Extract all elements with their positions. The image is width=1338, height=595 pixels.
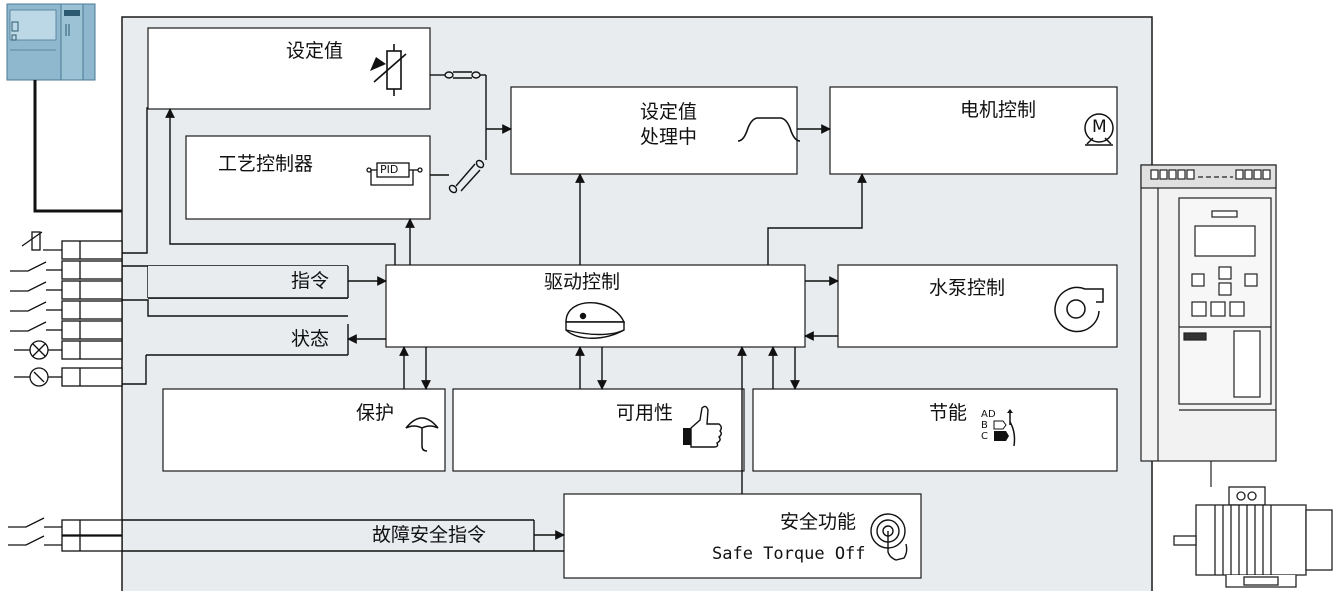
ramp-icon	[737, 117, 801, 142]
pump-control-label: 水泵控制	[929, 277, 1006, 299]
availability-label: 可用性	[616, 402, 674, 424]
umbrella-icon	[405, 417, 439, 452]
motor-control-block	[829, 86, 1118, 175]
energy-class-a: A	[981, 409, 988, 420]
pid-icon	[366, 162, 423, 186]
status-label: 状态	[291, 328, 330, 350]
command-label: 指令	[291, 270, 330, 292]
terminal-strip	[61, 240, 123, 552]
energy-class-c: C	[981, 431, 988, 442]
energy-saving-label: 节能	[929, 402, 968, 424]
plc-icon	[6, 3, 96, 81]
setpoint-label: 设定值	[286, 40, 344, 62]
energy-saving-block	[752, 388, 1118, 472]
safety-label-line2: Safe Torque Off	[712, 544, 866, 564]
safety-block	[563, 493, 922, 579]
energy-class-d: D	[988, 409, 996, 420]
motor-icon	[1084, 113, 1114, 146]
pump-icon	[1054, 286, 1104, 333]
motor-unit-icon	[1173, 486, 1333, 588]
energy-class-icon	[993, 409, 1016, 447]
pid-label: PID	[380, 163, 399, 176]
protection-label: 保护	[356, 402, 395, 424]
protection-block	[162, 388, 446, 472]
drive-unit-icon	[1140, 164, 1277, 487]
setpoint-processing-line2: 处理中	[640, 126, 698, 148]
setpoint-block	[147, 27, 431, 110]
safety-label-line1: 安全功能	[780, 511, 857, 533]
motor-symbol-label: M	[1092, 117, 1107, 137]
motor-control-label: 电机控制	[960, 99, 1037, 121]
drive-cap-icon	[565, 302, 626, 339]
potentiometer-icon	[370, 44, 407, 96]
drive-control-label: 驱动控制	[544, 271, 621, 293]
setpoint-processing-line1: 设定值	[640, 101, 698, 123]
touch-button-icon	[870, 513, 908, 561]
tech-controller-label: 工艺控制器	[218, 153, 314, 175]
pump-control-block	[837, 264, 1118, 348]
energy-class-b: B	[981, 420, 988, 431]
thumbs-up-icon	[683, 405, 722, 448]
failsafe-command-label: 故障安全指令	[372, 524, 487, 546]
